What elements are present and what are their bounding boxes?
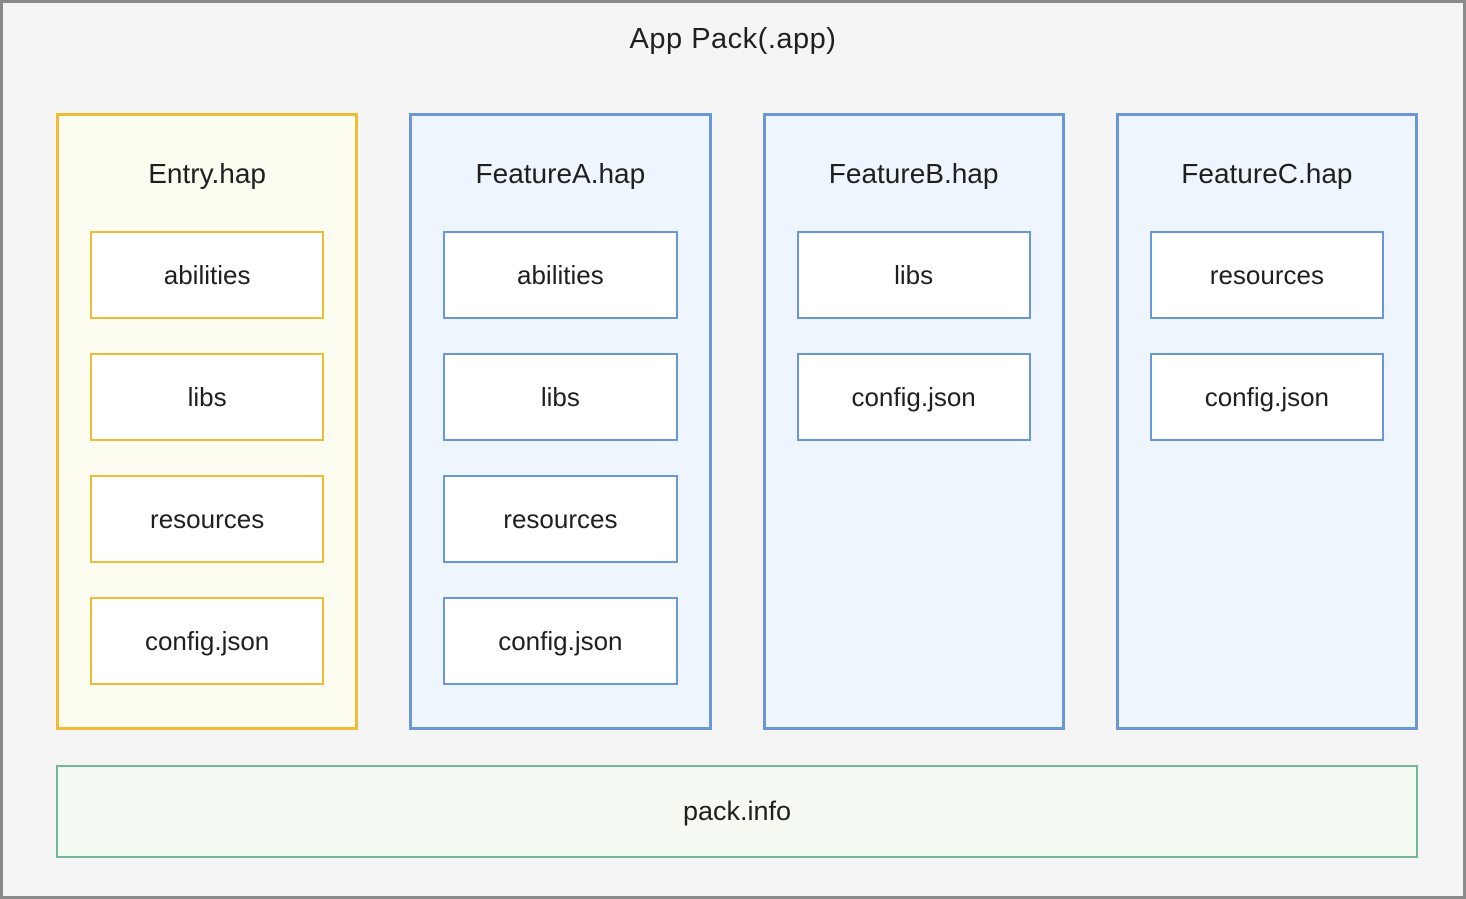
hap-packages-row: Entry.hap abilities libs resources confi… bbox=[56, 113, 1418, 730]
package-item-config-json: config.json bbox=[443, 597, 678, 685]
package-title: Entry.hap bbox=[148, 157, 267, 189]
package-item-abilities: abilities bbox=[90, 231, 325, 319]
package-item-config-json: config.json bbox=[796, 353, 1031, 441]
package-item-resources: resources bbox=[1149, 231, 1384, 319]
package-item-resources: resources bbox=[90, 475, 325, 563]
package-entry-hap: Entry.hap abilities libs resources confi… bbox=[56, 113, 359, 730]
package-title: FeatureB.hap bbox=[828, 157, 999, 189]
package-featurea-hap: FeatureA.hap abilities libs resources co… bbox=[409, 113, 712, 730]
package-title: FeatureC.hap bbox=[1181, 157, 1353, 189]
package-item-libs: libs bbox=[796, 231, 1031, 319]
pack-info-bar: pack.info bbox=[56, 765, 1418, 858]
package-item-libs: libs bbox=[443, 353, 678, 441]
package-item-abilities: abilities bbox=[443, 231, 678, 319]
package-item-config-json: config.json bbox=[1149, 353, 1384, 441]
package-featurec-hap: FeatureC.hap resources config.json bbox=[1115, 113, 1418, 730]
package-title: FeatureA.hap bbox=[475, 157, 646, 189]
package-item-resources: resources bbox=[443, 475, 678, 563]
package-item-libs: libs bbox=[90, 353, 325, 441]
package-featureb-hap: FeatureB.hap libs config.json bbox=[762, 113, 1065, 730]
app-pack-title: App Pack(.app) bbox=[629, 23, 837, 55]
package-item-config-json: config.json bbox=[90, 597, 325, 685]
